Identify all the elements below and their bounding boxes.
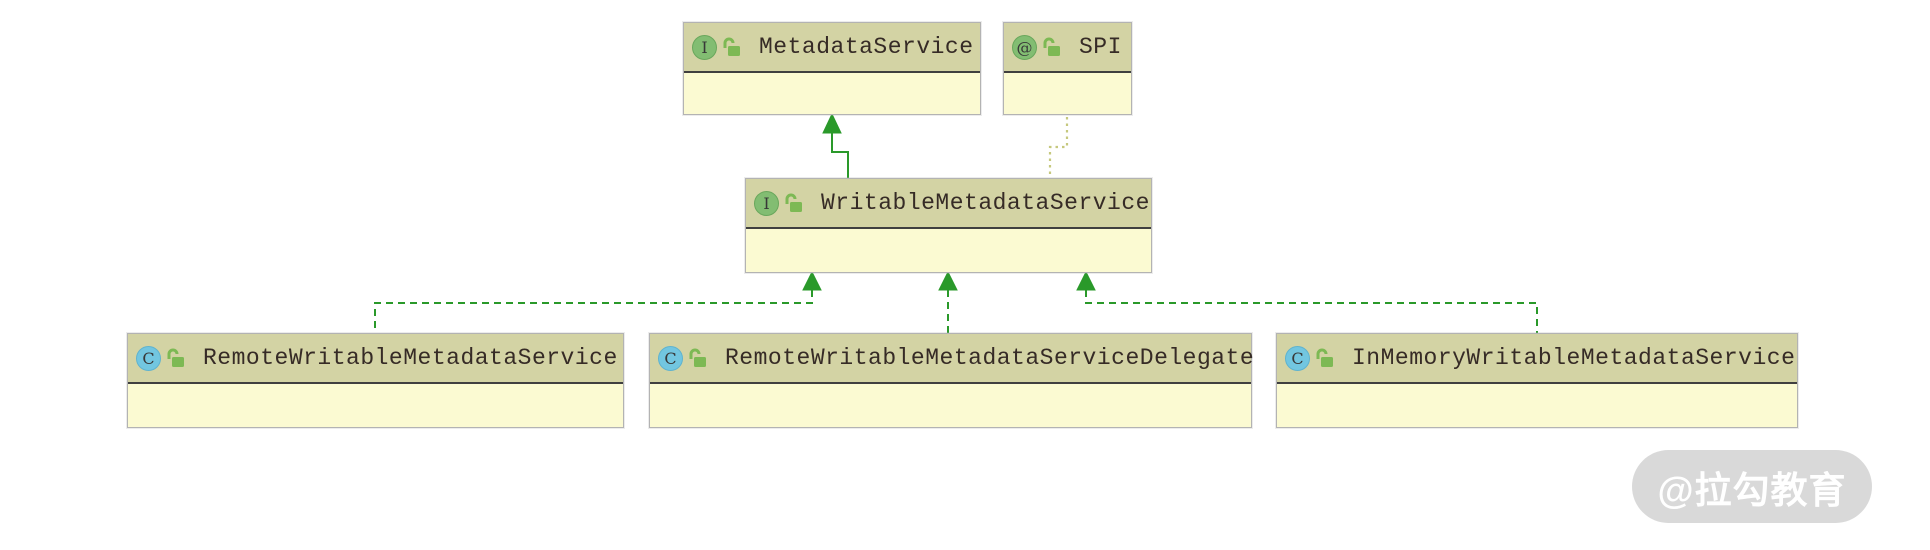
edge-implements-delegate xyxy=(938,270,958,333)
node-body xyxy=(650,384,1251,427)
edge-implements-remote xyxy=(374,270,822,333)
node-header: @ SPI xyxy=(1004,23,1131,73)
watermark-badge: @拉勾教育 xyxy=(1632,450,1872,523)
node-body xyxy=(1277,384,1797,427)
public-lock-icon xyxy=(1315,347,1334,369)
node-title: RemoteWritableMetadataService xyxy=(203,345,618,371)
node-header: C InMemoryWritableMetadataService xyxy=(1277,334,1797,384)
public-lock-icon xyxy=(166,347,185,369)
public-lock-icon xyxy=(722,36,741,58)
node-title: SPI xyxy=(1079,34,1122,60)
node-body xyxy=(128,384,623,427)
node-body xyxy=(684,73,980,114)
public-lock-icon xyxy=(688,347,707,369)
node-title: InMemoryWritableMetadataService xyxy=(1352,345,1796,371)
node-header: C RemoteWritableMetadataServiceDelegate xyxy=(650,334,1255,384)
edge-extends-metadata-service xyxy=(822,112,849,178)
node-header: I WritableMetadataService xyxy=(746,179,1151,229)
uml-node-metadata-service[interactable]: I MetadataService xyxy=(683,22,981,115)
node-body xyxy=(746,229,1151,272)
edge-annotation-spi xyxy=(1048,117,1069,178)
class-icon: C xyxy=(136,345,161,371)
uml-node-writable-metadata-service[interactable]: I WritableMetadataService xyxy=(745,178,1152,273)
node-header: I MetadataService xyxy=(684,23,980,73)
uml-node-remote-writable-metadata-service[interactable]: C RemoteWritableMetadataService xyxy=(127,333,624,428)
public-lock-icon xyxy=(1042,36,1061,58)
class-icon: C xyxy=(658,345,683,371)
interface-icon: I xyxy=(754,190,779,216)
interface-icon: I xyxy=(692,34,717,60)
node-title: WritableMetadataService xyxy=(821,190,1150,216)
uml-node-spi[interactable]: @ SPI xyxy=(1003,22,1132,115)
node-body xyxy=(1004,73,1131,114)
node-title: RemoteWritableMetadataServiceDelegate xyxy=(725,345,1255,371)
public-lock-icon xyxy=(784,192,803,214)
edge-implements-inmemory xyxy=(1076,270,1538,333)
uml-node-remote-writable-metadata-service-delegate[interactable]: C RemoteWritableMetadataServiceDelegate xyxy=(649,333,1255,428)
node-header: C RemoteWritableMetadataService xyxy=(128,334,623,384)
class-icon: C xyxy=(1285,345,1310,371)
uml-node-in-memory-writable-metadata-service[interactable]: C InMemoryWritableMetadataService xyxy=(1276,333,1798,428)
annotation-icon: @ xyxy=(1012,34,1037,60)
node-title: MetadataService xyxy=(759,34,974,60)
